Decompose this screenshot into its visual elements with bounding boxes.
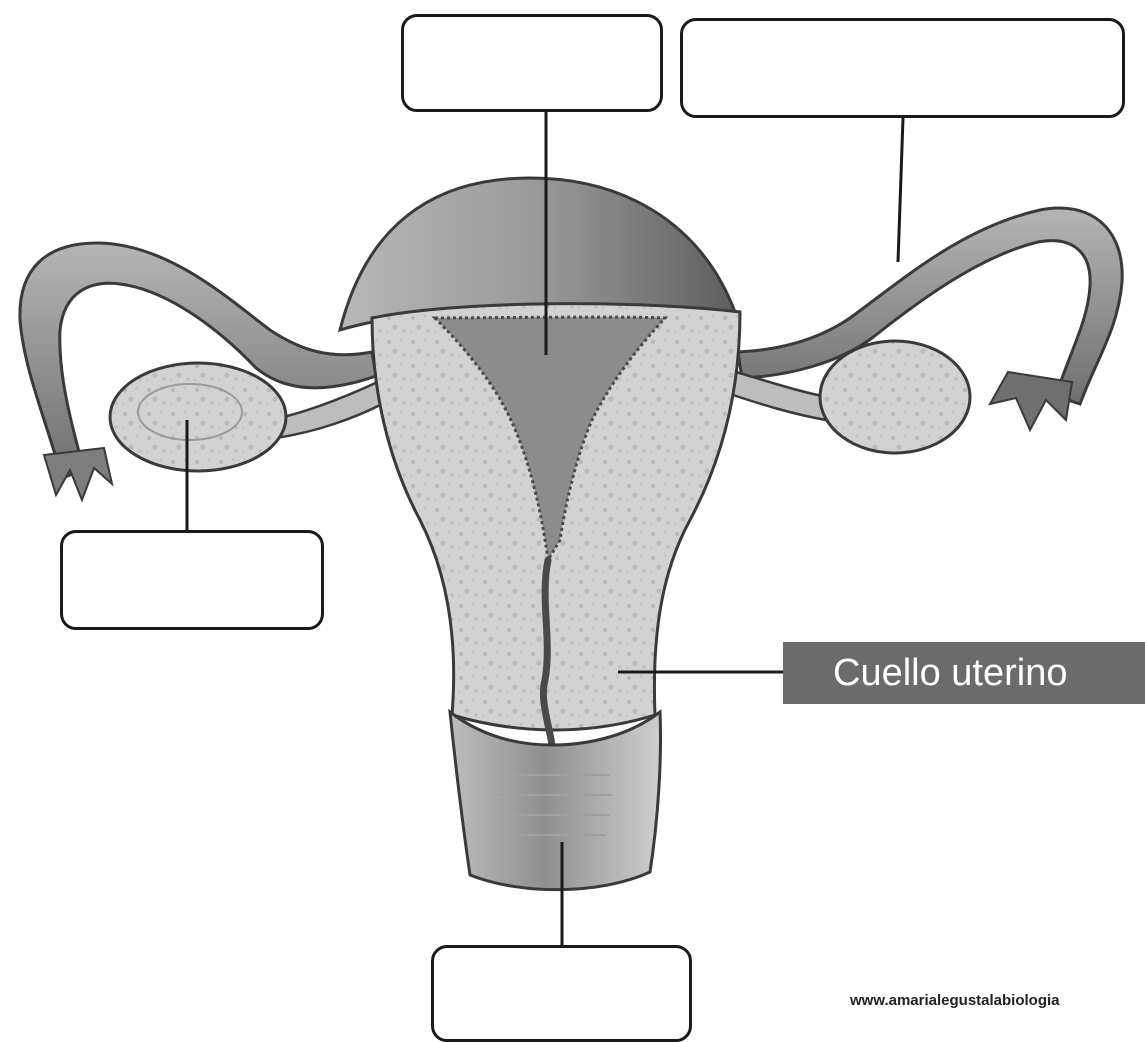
answer-input-left[interactable] xyxy=(63,533,321,627)
answer-box-top-center[interactable] xyxy=(401,14,663,112)
vagina xyxy=(450,712,661,890)
left-ovary xyxy=(110,363,286,471)
answer-box-left[interactable] xyxy=(60,530,324,630)
answer-input-bottom[interactable] xyxy=(434,948,689,1039)
cervix-label: Cuello uterino xyxy=(783,642,1145,704)
right-ovary xyxy=(820,341,970,453)
answer-input-top-right[interactable] xyxy=(683,21,1122,115)
answer-input-top-center[interactable] xyxy=(404,17,660,109)
left-ovarian-ligament xyxy=(270,380,386,438)
answer-box-bottom[interactable] xyxy=(431,945,692,1042)
leader-line-fallopian-tube xyxy=(898,118,903,262)
answer-box-top-right[interactable] xyxy=(680,18,1125,118)
watermark-text: www.amarialegustalabiologia xyxy=(850,992,1145,1009)
right-ovarian-ligament xyxy=(730,372,832,420)
